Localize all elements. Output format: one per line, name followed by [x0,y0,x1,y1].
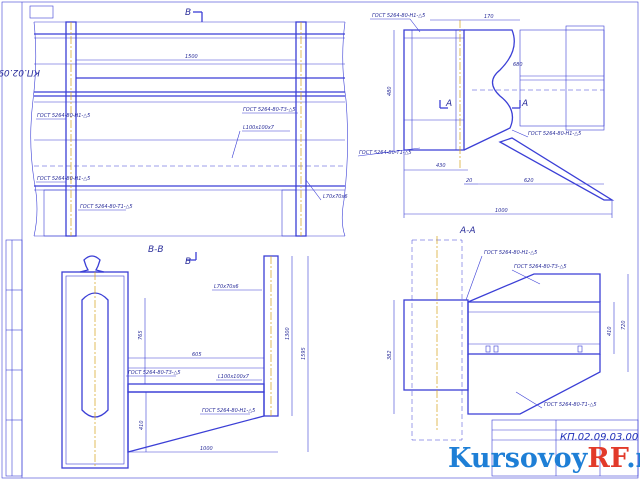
dim-605: 605 [192,352,202,358]
angle-label-3: L70x70x6 [214,284,239,290]
section-mark-b-top: В [185,8,191,18]
dim-1595: 1595 [301,347,307,360]
section-aa-title: А-А [459,226,476,236]
section-aa-view: А-А 382 410 720 ГОСТ 5264-80-Н1-△5 ГОСТ … [387,226,629,441]
rail-profile [79,255,105,273]
watermark: KursovoyRF.ru [448,441,640,477]
angle-label-4: L100x100x7 [218,374,250,380]
section-bb-view: В-В В 765 605 1300 1595 410 1000 L70x7 [61,245,309,469]
weld-label-3: ГОСТ 5264-80-Н1-△5 [37,176,90,182]
angle-label-1: L100x100x7 [243,125,275,131]
dim-430: 430 [436,163,446,169]
weld-label-10: ГОСТ 5264-80-Н1-△5 [484,250,537,256]
dim-170: 170 [484,14,494,20]
weld-label-8: ГОСТ 5264-80-Т3-△5 [128,370,181,376]
weld-label-6: ГОСТ 5264-80-Н1-△5 [528,131,581,137]
dim-20: 20 [466,178,472,184]
watermark-accent: RF [587,443,627,474]
angle-label-2: L70x70x6 [323,194,348,200]
dim-1000: 1000 [495,208,508,214]
section-mark-b-bottom: В [185,257,191,267]
watermark-suffix: .ru [626,443,640,474]
weld-label-12: ГОСТ 5264-80-Т1-△5 [544,402,597,408]
weld-label-9: ГОСТ 5264-80-Н1-△5 [202,408,255,414]
dim-620: 620 [524,178,534,184]
top-right-view: 170 480 680 430 20 620 1000 А А ГОСТ 526… [357,13,615,218]
section-mark-a-right: А [521,99,528,109]
weld-label-4: ГОСТ 5264-80-Т1-△5 [80,204,133,210]
drawing-number-rotated: КП.02.09.03.00 [0,67,40,77]
dim-1500: 1500 [185,54,198,60]
weld-label-2: ГОСТ 5264-80-Т3-△5 [243,107,296,113]
top-left-view: КП.02.09.03.00 1500 В ГОСТ 5264-8 [0,5,348,237]
dim-382: 382 [387,350,393,360]
dim-410: 410 [139,420,145,430]
watermark-main: Kursovoy [448,443,588,474]
left-margin-stamp [5,239,23,477]
dim-1300: 1300 [285,327,291,340]
dim-480: 480 [387,86,393,96]
dim-1000b: 1000 [200,446,213,452]
stamp-number: КП.02.09.03.00 [560,432,638,443]
weld-label-1: ГОСТ 5264-80-Н1-△5 [37,113,90,119]
section-mark-a-left: А [445,99,452,109]
dim-410b: 410 [607,326,613,336]
dim-765: 765 [138,330,144,340]
weld-label-5: ГОСТ 5264-80-Н1-△5 [372,13,425,19]
dim-720: 720 [621,320,627,330]
weld-label-11: ГОСТ 5264-80-Т3-△5 [514,264,567,270]
section-bb-title: В-В [148,245,164,255]
weld-label-7: ГОСТ 5264-80-Т1-△5 [359,150,412,156]
dim-680: 680 [513,62,523,68]
title-block: КП.02.09.03.00 [491,419,639,477]
